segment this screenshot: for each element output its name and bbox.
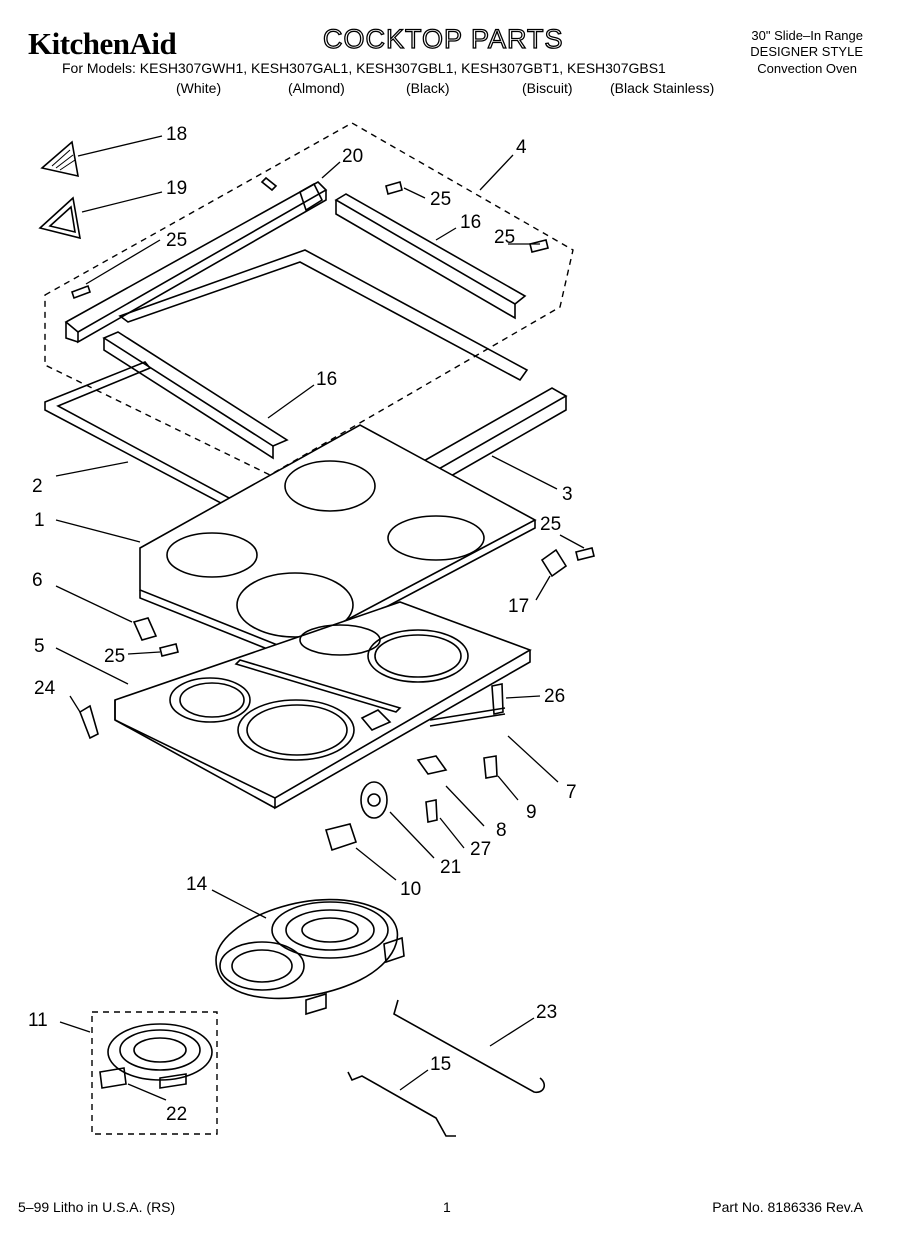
callout-25-clip: 25 [540,514,561,535]
callout-17: 17 [508,596,529,617]
callout-21: 21 [440,857,461,878]
footer-page-number: 1 [443,1199,451,1215]
clip-24-icon [79,704,99,740]
callout-19: 19 [166,178,187,199]
limiter-10-icon [324,823,358,852]
box-ring-rear-right [367,629,469,683]
side-trim-2 [44,361,274,532]
callout-25-bracket: 25 [104,646,125,667]
screw-9-icon [483,755,498,779]
callout-25-right: 25 [494,227,515,248]
trim-kit-outline [44,122,574,476]
screw-25-top-icon [385,181,403,195]
screw-25-clip-icon [575,547,595,561]
indicator-light-21 [360,781,388,819]
color-almond: (Almond) [288,80,345,96]
callout-22: 22 [166,1104,187,1125]
callout-16-top: 16 [460,212,481,233]
badge-gasket-19-icon [38,196,82,240]
callout-labels: 18 20 4 19 25 25 16 25 16 2 3 1 25 6 17 … [28,124,577,1125]
oven-type: Convection Oven [757,61,857,76]
box-ring-front-left [169,677,251,723]
callout-10: 10 [400,879,421,900]
element-11-outline [91,1011,218,1135]
callout-25-left: 25 [166,230,187,251]
callout-27: 27 [470,839,491,860]
color-white: (White) [176,80,222,96]
callout-14: 14 [186,874,208,895]
callout-11: 11 [28,1010,48,1031]
callout-24: 24 [34,678,56,699]
callout-2: 2 [32,476,43,497]
clip-17-icon [540,548,568,578]
box-ring-front-right [237,699,355,761]
callout-4: 4 [516,137,527,158]
color-black-stainless: (Black Stainless) [610,80,715,96]
screw-25-bracket-icon [159,643,179,657]
rod-23 [393,999,546,1094]
screw-25-left-icon [70,284,92,300]
callout-16-bottom: 16 [316,369,337,390]
callout-25-top: 25 [430,189,451,210]
glass-cooktop-1 [139,424,537,651]
bracket-6-icon [132,617,158,641]
bracket-7 [429,707,506,727]
top-frame [118,249,529,382]
side-trim-4 [334,193,527,305]
element-11 [107,1023,213,1081]
range-type: 30" Slide–In Range [751,28,863,43]
burner-ring-front-right [236,572,354,638]
burner-ring-rear-left [284,460,376,512]
clip-8-icon [416,755,448,775]
callout-6: 6 [32,570,43,591]
callout-8: 8 [496,820,507,841]
screw-26-icon [491,683,504,715]
callout-15: 15 [430,1054,451,1075]
color-biscuit: (Biscuit) [522,80,573,96]
trim-bar-16 [102,331,289,447]
callout-3: 3 [562,484,573,505]
color-black: (Black) [406,80,450,96]
burner-box-5 [114,601,532,799]
dual-element-14 [215,898,399,1000]
callout-7: 7 [566,782,577,803]
footer-litho: 5–99 Litho in U.S.A. (RS) [18,1199,176,1215]
rod-15 [347,1071,456,1137]
models-line: For Models: KESH307GWH1, KESH307GAL1, KE… [62,60,666,76]
callout-26: 26 [544,686,565,707]
designer-style: DESIGNER STYLE [750,44,863,59]
callout-1: 1 [34,510,45,531]
burner-ring-front-left [166,532,258,578]
callout-5: 5 [34,636,45,657]
brand-logo: KitchenAid [28,26,177,61]
footer-part-number: Part No. 8186336 Rev.A [712,1199,863,1215]
screw-27-icon [425,799,438,823]
callout-20: 20 [342,146,363,167]
callout-23: 23 [536,1002,557,1023]
leader-lines [55,135,585,1101]
page-title: COCKTOP PARTS [322,23,564,54]
screw-25-right-icon [529,239,549,253]
burner-ring-rear-right [387,515,485,561]
callout-18: 18 [166,124,187,145]
callout-9: 9 [526,802,537,823]
